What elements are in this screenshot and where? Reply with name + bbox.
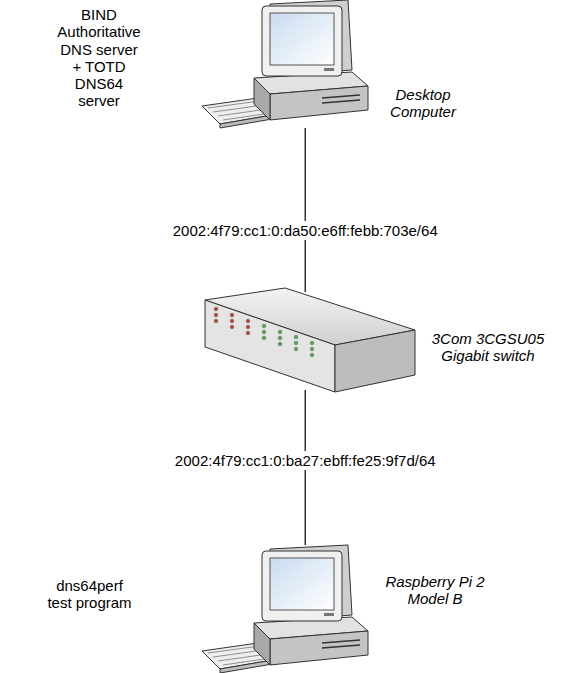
network-switch: 3Com 3CGSU05 Gigabit switch [198, 292, 413, 390]
ip-address-label: 2002:4f79:cc1:0:da50:e6ff:febb:703e/64 [171, 221, 440, 240]
device-name: 3Com 3CGSU05 Gigabit switch [418, 330, 558, 365]
role-label: dns64perf test program [42, 577, 137, 612]
raspberry-pi-icon [202, 545, 368, 673]
device-name: Raspberry Pi 2 Model B [380, 573, 490, 608]
ip-address-label: 2002:4f79:cc1:0:ba27:ebff:fe25:9f7d/64 [173, 451, 438, 470]
switch-icon [205, 288, 415, 392]
network-link [305, 128, 307, 292]
desktop-computer: BIND Authoritative DNS server + TOTD DNS… [240, 0, 370, 128]
role-label: BIND Authoritative DNS server + TOTD DNS… [55, 6, 143, 110]
device-name: Desktop Computer [378, 86, 468, 121]
desktop-computer-icon [202, 0, 368, 128]
raspberry-pi: dns64perf test programRaspberry Pi 2 Mod… [240, 545, 370, 673]
